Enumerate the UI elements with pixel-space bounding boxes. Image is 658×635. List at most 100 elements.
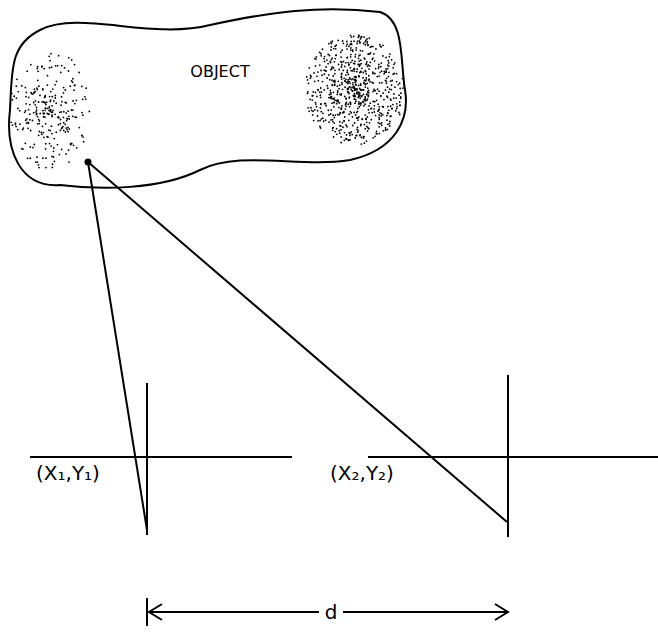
stipple-dot (343, 61, 345, 63)
stipple-dot (341, 82, 343, 84)
stipple-dot (353, 40, 355, 42)
stipple-dot (357, 41, 359, 43)
stipple-dot (335, 44, 337, 46)
stipple-dot (71, 80, 73, 82)
stipple-dot (397, 84, 399, 86)
stipple-dot (387, 68, 389, 70)
stipple-dot (395, 97, 397, 99)
stipple-dot (315, 58, 317, 60)
stipple-dot (354, 137, 356, 139)
stipple-dot (317, 110, 319, 112)
stipple-dot (349, 44, 351, 46)
stipple-dot (352, 90, 354, 92)
stipple-dot (359, 134, 361, 136)
image-plane-axis (507, 375, 509, 537)
stipple-dot (13, 95, 15, 97)
stipple-dot (54, 113, 56, 115)
stipple-dot (62, 126, 64, 128)
stipple-dot (312, 95, 314, 97)
stipple-dot (67, 131, 69, 133)
stipple-dot (324, 61, 326, 63)
stipple-dot (36, 113, 38, 115)
stipple-dot (81, 134, 83, 136)
stipple-dot (319, 52, 321, 54)
stipple-dot (379, 44, 381, 46)
stipple-dot (43, 101, 45, 103)
stipple-dot (329, 79, 331, 81)
stipple-dot (353, 68, 355, 70)
stipple-dot (354, 82, 356, 84)
stipple-dot (358, 96, 360, 98)
stipple-dot (380, 95, 382, 97)
stipple-dot (342, 40, 344, 42)
stipple-dot (342, 70, 344, 72)
stipple-dot (29, 157, 31, 159)
stipple-dot (66, 118, 68, 120)
stipple-dot (359, 95, 361, 97)
stipple-dot (369, 122, 371, 124)
stipple-dot (322, 112, 324, 114)
stipple-dot (35, 111, 37, 113)
stipple-dot (357, 127, 359, 129)
stipple-dot (366, 61, 368, 63)
stipple-dot (347, 82, 349, 84)
stipple-dot (387, 106, 389, 108)
stipple-dot (331, 102, 333, 104)
stipple-dot (370, 108, 372, 110)
stipple-dot (30, 92, 32, 94)
stipple-dot (394, 62, 396, 64)
stipple-dot (385, 68, 387, 70)
stipple-dot (358, 85, 360, 87)
stipple-dot (334, 99, 336, 101)
stipple-dot (372, 73, 374, 75)
stipple-dot (343, 112, 345, 114)
stipple-dot (52, 88, 54, 90)
stipple-dot (39, 95, 41, 97)
stipple-dot (336, 100, 338, 102)
stipple-dot (340, 129, 342, 131)
stipple-dot (319, 91, 321, 93)
stipple-dot (391, 59, 393, 61)
stipple-dot (374, 101, 376, 103)
stipple-dot (353, 112, 355, 114)
stipple-dot (390, 98, 392, 100)
stipple-dot (349, 78, 351, 80)
stipple-dot (352, 87, 354, 89)
stipple-dot (316, 75, 318, 77)
stipple-dot (388, 76, 390, 78)
stipple-dot (43, 136, 45, 138)
stipple-dot (356, 134, 358, 136)
stipple-dot (363, 101, 365, 103)
stipple-dot (366, 140, 368, 142)
stipple-dot (319, 126, 321, 128)
stipple-dot (323, 89, 325, 91)
stipple-dot (36, 68, 38, 70)
stipple-dot (362, 77, 364, 79)
stipple-dot (63, 87, 65, 89)
stipple-dot (398, 112, 400, 114)
stipple-dot (341, 49, 343, 51)
stipple-dot (365, 71, 367, 73)
stipple-dot (32, 120, 34, 122)
stipple-dot (378, 126, 380, 128)
stipple-dot (41, 133, 43, 135)
stipple-dot (368, 90, 370, 92)
stipple-dot (317, 115, 319, 117)
stipple-dot (370, 119, 372, 121)
stipple-dot (341, 83, 343, 85)
stipple-dot (399, 113, 401, 115)
stipple-dot (323, 120, 325, 122)
stipple-dot (331, 79, 333, 81)
stipple-dot (369, 102, 371, 104)
stipple-dot (381, 124, 383, 126)
stipple-dot (345, 124, 347, 126)
stipple-dot (331, 68, 333, 70)
stipple-dot (372, 82, 374, 84)
stipple-dot (363, 105, 365, 107)
stipple-dot (51, 133, 53, 135)
stipple-dot (381, 70, 383, 72)
stipple-dot (333, 48, 335, 50)
stipple-dot (378, 90, 380, 92)
stipple-dot (333, 106, 335, 108)
stipple-dot (381, 82, 383, 84)
